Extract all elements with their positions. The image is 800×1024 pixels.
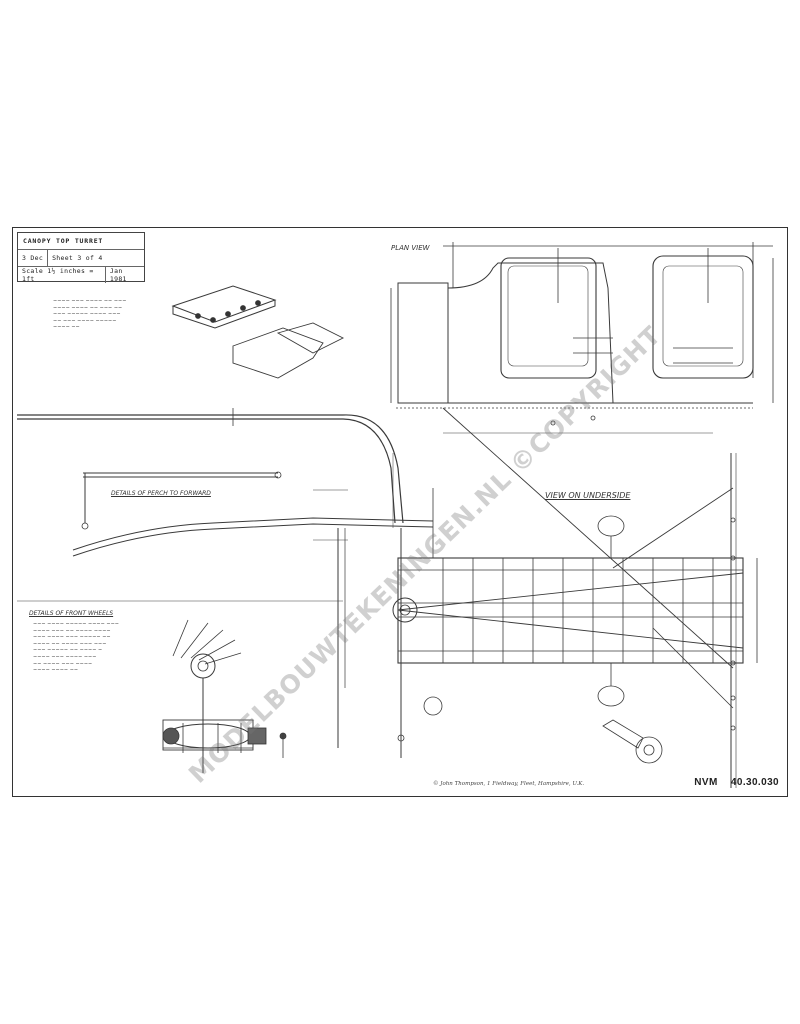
- details-perch-label: DETAILS OF PERCH TO FORWARD: [111, 490, 211, 497]
- drawing-sheet: CANOPY TOP TURRET 3 Dec Sheet 3 of 4 Sca…: [12, 227, 788, 797]
- drawing-credit: © John Thompson, 1 Fieldway, Fleet, Hamp…: [433, 781, 585, 787]
- spring-details: [171, 285, 345, 379]
- plan-view-label: PLAN VIEW: [391, 244, 430, 252]
- title-block: CANOPY TOP TURRET 3 Dec Sheet 3 of 4 Sca…: [17, 232, 145, 283]
- scale-text: Scale 1½ inches = 1ft: [18, 267, 106, 283]
- details-wheels-label: DETAILS OF FRONT WHEELS: [29, 610, 114, 617]
- plan-number: 40.30.030: [730, 777, 779, 788]
- date-text: Jan 1981: [109, 267, 127, 283]
- scale-row: Scale 1½ inches = 1ft Jan 1981: [18, 267, 144, 283]
- plan-view-body: [390, 242, 774, 426]
- sheet-row: 3 Dec Sheet 3 of 4: [18, 250, 144, 267]
- perch-shafts: [17, 408, 434, 557]
- title-row: CANOPY TOP TURRET: [18, 233, 144, 250]
- note-block-top: ~~~~ ~~~ ~~~~ ~~ ~~~~~~~ ~~~~ ~~ ~~~ ~~~…: [53, 298, 127, 331]
- center-pole: [337, 528, 405, 758]
- publisher-code: NVM: [694, 777, 718, 788]
- front-wheel-detail: [162, 619, 287, 773]
- dimension-lines: [17, 432, 713, 602]
- sheet-number: Sheet 3 of 4: [52, 254, 103, 262]
- underside-frame: [392, 407, 758, 788]
- note-block-bottom: ~~~ ~~~~ ~~~~~ ~~~~ ~~~~~~~ ~~~ ~~ ~~~~ …: [33, 621, 119, 674]
- drawing-title: CANOPY TOP TURRET: [23, 237, 104, 245]
- technical-drawing: [17, 242, 774, 788]
- drawing-code: NVM 40.30.030: [684, 777, 779, 788]
- sheet-version: 3 Dec: [18, 250, 49, 266]
- underside-view-label: VIEW ON UNDERSIDE: [545, 491, 631, 500]
